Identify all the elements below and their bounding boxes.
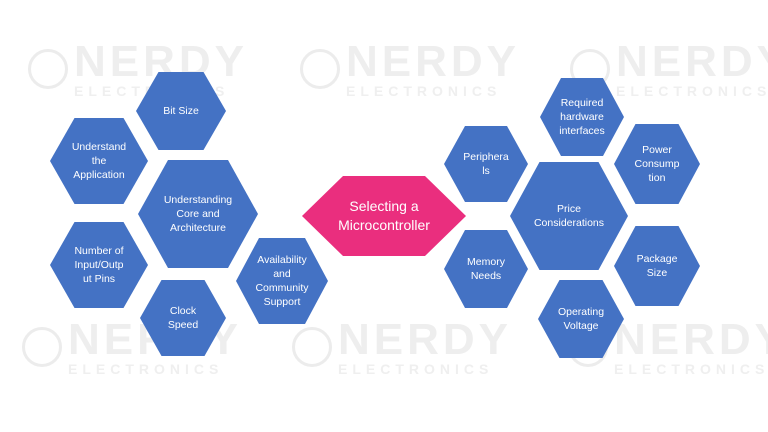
hex-label: Number of Input/Outp ut Pins bbox=[74, 244, 124, 286]
hex-power-consumption: Power Consump tion bbox=[614, 124, 700, 204]
hex-package-size: Package Size bbox=[614, 226, 700, 306]
hex-io-pins: Number of Input/Outp ut Pins bbox=[50, 222, 148, 308]
watermark-sub: ELECTRONICS bbox=[68, 361, 224, 377]
hex-required-hardware: Required hardware interfaces bbox=[540, 78, 624, 156]
hex-label: Understanding Core and Architecture bbox=[163, 193, 233, 235]
hex-understand-application: Understand the Application bbox=[50, 118, 148, 204]
hex-label: Operating Voltage bbox=[557, 305, 605, 332]
bulb-icon bbox=[22, 327, 62, 367]
bulb-icon bbox=[292, 327, 332, 367]
hex-label: Clock Speed bbox=[167, 304, 199, 331]
bulb-icon bbox=[300, 49, 340, 89]
hex-price-considerations: Price Considerations bbox=[510, 162, 628, 270]
bulb-icon bbox=[28, 49, 68, 89]
hex-bit-size: Bit Size bbox=[136, 72, 226, 150]
hex-memory-needs: Memory Needs bbox=[444, 230, 528, 308]
hex-label: Availability and Community Support bbox=[255, 253, 309, 309]
hex-label: Bit Size bbox=[163, 104, 199, 117]
hex-clock-speed: Clock Speed bbox=[140, 280, 226, 356]
hex-core-architecture: Understanding Core and Architecture bbox=[138, 160, 258, 268]
watermark-brand: NERDY bbox=[614, 315, 768, 364]
hex-label: Power Consump tion bbox=[634, 143, 680, 185]
hex-operating-voltage: Operating Voltage bbox=[538, 280, 624, 358]
hex-label: Memory Needs bbox=[467, 255, 505, 282]
watermark-sub: ELECTRONICS bbox=[616, 83, 768, 99]
watermark-brand: NERDY bbox=[346, 37, 521, 86]
watermark-sub: ELECTRONICS bbox=[346, 83, 502, 99]
hex-selecting-microcontroller: Selecting a Microcontroller bbox=[302, 176, 466, 256]
hex-label: Package Size bbox=[636, 252, 678, 279]
watermark-brand: NERDY bbox=[338, 315, 513, 364]
hex-label: Periphera ls bbox=[463, 150, 509, 177]
hex-label: Understand the Application bbox=[71, 140, 127, 182]
hex-peripherals: Periphera ls bbox=[444, 126, 528, 202]
hex-availability: Availability and Community Support bbox=[236, 238, 328, 324]
center-label: Selecting a Microcontroller bbox=[338, 198, 430, 233]
watermark-sub: ELECTRONICS bbox=[338, 361, 494, 377]
watermark-brand: NERDY bbox=[616, 37, 768, 86]
hex-label: Price Considerations bbox=[533, 202, 605, 229]
watermark-sub: ELECTRONICS bbox=[614, 361, 768, 377]
hex-label: Required hardware interfaces bbox=[559, 96, 605, 138]
